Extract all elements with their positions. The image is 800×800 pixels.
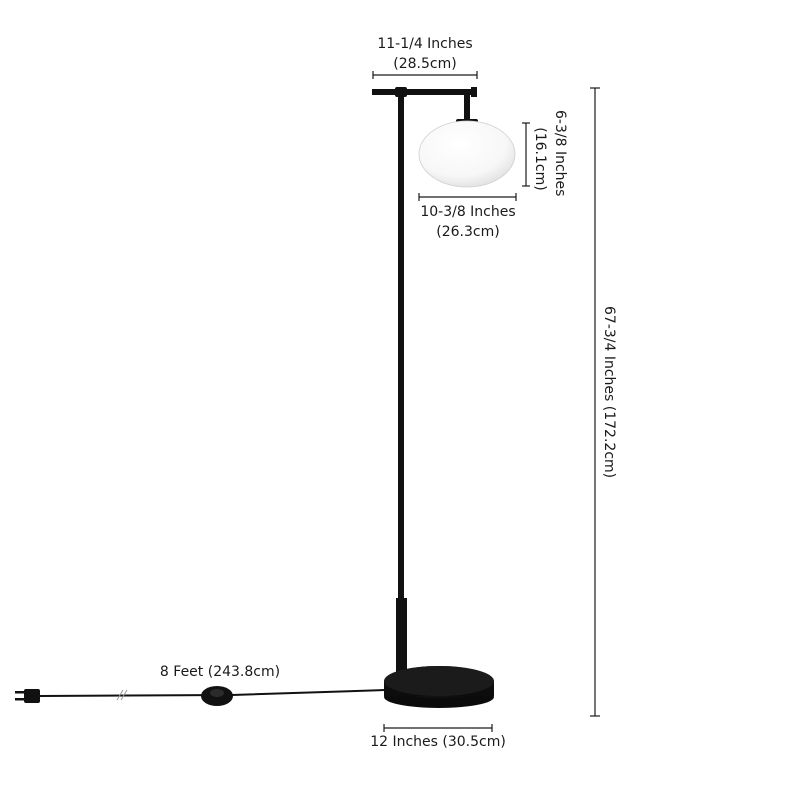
shade-height-dimension-line — [522, 122, 530, 187]
cord-length-label: 8 Feet (243.8cm) — [159, 664, 281, 680]
arm-width-inches: 11-1/4 Inches — [377, 36, 473, 52]
power-cord — [39, 689, 385, 697]
base-width-label: 12 Inches (30.5cm) — [370, 734, 506, 750]
arm-width-dimension-line — [372, 71, 478, 79]
base-width-dimension-line — [383, 724, 493, 732]
shade-down-rod — [464, 93, 470, 121]
plug-prong-top — [15, 691, 25, 694]
power-plug — [24, 689, 40, 703]
plug-prong-bottom — [15, 698, 25, 701]
foot-switch-button — [210, 689, 224, 697]
arm-width-cm: (28.5cm) — [393, 56, 457, 72]
shade-height-label: 6-3/8 Inches (16.1cm) — [530, 110, 570, 208]
shade-width-label: 10-3/8 Inches (26.3cm) — [388, 202, 548, 242]
shade-height-cm: (16.1cm) — [532, 127, 548, 191]
lamp-base-top-face — [384, 666, 494, 696]
cord-break-mark — [116, 689, 128, 701]
lamp-arm-end — [471, 87, 477, 97]
glass-shade — [418, 120, 516, 188]
shade-width-dimension-line — [418, 193, 517, 201]
lamp-pole — [398, 88, 404, 600]
lamp-top-arm — [372, 89, 476, 95]
arm-width-label: 11-1/4 Inches (28.5cm) — [345, 34, 505, 74]
shade-width-cm: (26.3cm) — [436, 224, 500, 240]
lamp-pole-collar — [396, 598, 407, 680]
total-height-dimension-line — [590, 87, 600, 717]
total-height-label: 67-3/4 Inches (172.2cm) — [601, 306, 617, 479]
shade-width-inches: 10-3/8 Inches — [420, 204, 516, 220]
shade-height-inches: 6-3/8 Inches — [552, 110, 568, 197]
